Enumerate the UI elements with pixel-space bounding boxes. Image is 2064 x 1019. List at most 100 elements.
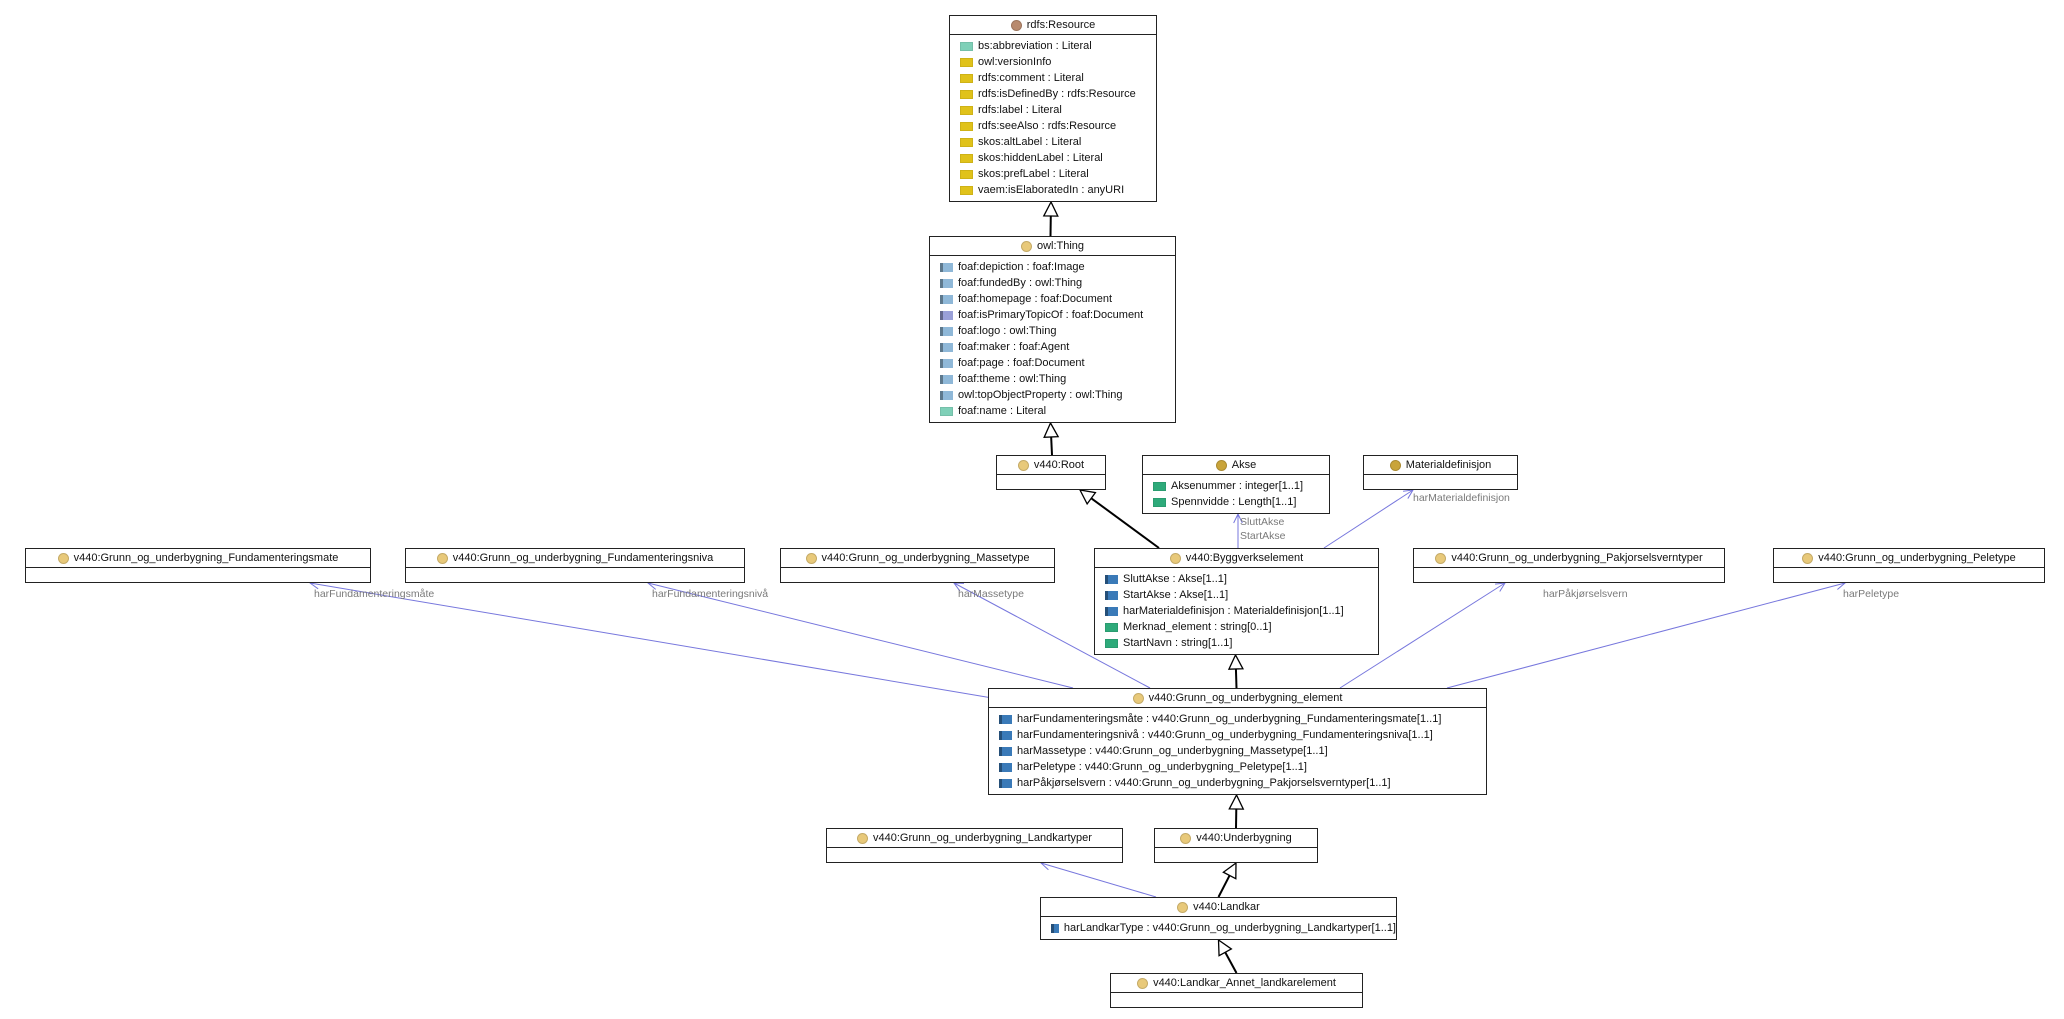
object-property-icon	[940, 294, 953, 304]
attribute-label: foaf:logo : owl:Thing	[958, 325, 1057, 337]
class-node-header: v440:Grunn_og_underbygning_Pakjorselsver…	[1414, 549, 1724, 568]
class-attributes: harFundamenteringsmåte : v440:Grunn_og_u…	[989, 708, 1486, 794]
edge-label-pakjor: harPåkjørselsvern	[1543, 588, 1628, 600]
class-title: v440:Grunn_og_underbygning_Massetype	[821, 552, 1030, 564]
attribute-row[interactable]: SluttAkse : Akse[1..1]	[1105, 571, 1378, 587]
attribute-row[interactable]: StartAkse : Akse[1..1]	[1105, 587, 1378, 603]
datatype-property-icon	[960, 153, 973, 163]
attribute-row[interactable]: foaf:name : Literal	[940, 403, 1175, 419]
attribute-row[interactable]: foaf:depiction : foaf:Image	[940, 259, 1175, 275]
datatype-property-icon	[1105, 638, 1118, 648]
attribute-row[interactable]: foaf:logo : owl:Thing	[940, 323, 1175, 339]
subclass-edge-underbygning-gue-arrowhead	[1228, 793, 1245, 810]
object-property-icon	[999, 746, 1012, 756]
class-icon	[1137, 977, 1149, 989]
class-icon	[1132, 692, 1144, 704]
attribute-row[interactable]: foaf:fundedBy : owl:Thing	[940, 275, 1175, 291]
individual-class-icon	[1389, 459, 1401, 471]
class-node-resource[interactable]: rdfs:Resource bs:abbreviation : Literal ow…	[949, 15, 1157, 202]
attribute-row[interactable]: rdfs:label : Literal	[960, 102, 1156, 118]
attribute-label: vaem:isElaboratedIn : anyURI	[978, 184, 1125, 196]
attribute-row[interactable]: harPåkjørselsvern : v440:Grunn_og_underb…	[999, 775, 1486, 791]
attribute-row[interactable]: foaf:theme : owl:Thing	[940, 371, 1175, 387]
class-title: v440:Byggverkselement	[1185, 552, 1304, 564]
attribute-row[interactable]: rdfs:comment : Literal	[960, 70, 1156, 86]
attribute-row[interactable]: owl:topObjectProperty : owl:Thing	[940, 387, 1175, 403]
attribute-label: Merknad_element : string[0..1]	[1123, 621, 1272, 633]
attribute-row[interactable]: rdfs:seeAlso : rdfs:Resource	[960, 118, 1156, 134]
edge-label-fundmate: harFundamenteringsmåte	[314, 588, 435, 600]
object-property-icon	[1105, 606, 1118, 616]
attribute-row[interactable]: foaf:maker : foaf:Agent	[940, 339, 1175, 355]
attribute-label: harFundamenteringsnivå : v440:Grunn_og_u…	[1017, 729, 1433, 741]
attribute-row[interactable]: foaf:page : foaf:Document	[940, 355, 1175, 371]
class-node-underbygning[interactable]: v440:Underbygning	[1154, 828, 1318, 863]
attribute-label: foaf:name : Literal	[958, 405, 1047, 417]
attribute-row[interactable]: harLandkarType : v440:Grunn_og_underbygn…	[1051, 920, 1396, 936]
attribute-row[interactable]: skos:hiddenLabel : Literal	[960, 150, 1156, 166]
object-property-icon	[940, 310, 953, 320]
datatype-property-icon	[1153, 481, 1166, 491]
class-node-peletype[interactable]: v440:Grunn_og_underbygning_Peletype	[1773, 548, 2045, 583]
class-icon	[1435, 552, 1447, 564]
attribute-row[interactable]: harFundamenteringsnivå : v440:Grunn_og_u…	[999, 727, 1486, 743]
class-node-header: v440:Root	[997, 456, 1105, 475]
attribute-row[interactable]: Spennvidde : Length[1..1]	[1153, 494, 1329, 510]
class-node-pakjor[interactable]: v440:Grunn_og_underbygning_Pakjorselsver…	[1413, 548, 1725, 583]
class-node-fundmate[interactable]: v440:Grunn_og_underbygning_Fundamenterin…	[25, 548, 371, 583]
attribute-label: foaf:page : foaf:Document	[958, 357, 1085, 369]
class-node-massetype[interactable]: v440:Grunn_og_underbygning_Massetype	[780, 548, 1055, 583]
subclass-edge-gue-bygg-line	[1234, 668, 1238, 689]
class-node-annet[interactable]: v440:Landkar_Annet_landkarelement	[1110, 973, 1363, 1008]
attribute-label: rdfs:isDefinedBy : rdfs:Resource	[978, 88, 1136, 100]
attribute-row[interactable]: StartNavn : string[1..1]	[1105, 635, 1378, 651]
class-title: v440:Grunn_og_underbygning_Peletype	[1818, 552, 2016, 564]
attribute-label: foaf:maker : foaf:Agent	[958, 341, 1070, 353]
class-node-landkar[interactable]: v440:Landkar harLandkarType : v440:Grunn_…	[1040, 897, 1397, 940]
attribute-row[interactable]: bs:abbreviation : Literal	[960, 38, 1156, 54]
attribute-label: Aksenummer : integer[1..1]	[1171, 480, 1304, 492]
object-property-icon	[1051, 923, 1059, 933]
class-node-materialdef[interactable]: Materialdefinisjon	[1363, 455, 1518, 490]
class-node-header: v440:Grunn_og_underbygning_Fundamenterin…	[26, 549, 370, 568]
attribute-row[interactable]: foaf:homepage : foaf:Document	[940, 291, 1175, 307]
attribute-label: StartNavn : string[1..1]	[1123, 637, 1233, 649]
edge-label-massetype: harMassetype	[958, 588, 1024, 600]
class-node-landkartyper[interactable]: v440:Grunn_og_underbygning_Landkartyper	[826, 828, 1123, 863]
class-attributes	[997, 475, 1105, 489]
attribute-label: SluttAkse : Akse[1..1]	[1123, 573, 1227, 585]
class-node-root[interactable]: v440:Root	[996, 455, 1106, 490]
attribute-row[interactable]: skos:prefLabel : Literal	[960, 166, 1156, 182]
attribute-row[interactable]: Aksenummer : integer[1..1]	[1153, 478, 1329, 494]
class-node-header: v440:Underbygning	[1155, 829, 1317, 848]
attribute-label: bs:abbreviation : Literal	[978, 40, 1092, 52]
attribute-row[interactable]: harMassetype : v440:Grunn_og_underbygnin…	[999, 743, 1486, 759]
attribute-label: harPåkjørselsvern : v440:Grunn_og_underb…	[1017, 777, 1391, 789]
class-node-fundniva[interactable]: v440:Grunn_og_underbygning_Fundamenterin…	[405, 548, 745, 583]
association-edge-landkartyper-line	[1040, 862, 1157, 898]
attribute-row[interactable]: foaf:isPrimaryTopicOf : foaf:Document	[940, 307, 1175, 323]
class-title: Akse	[1231, 459, 1257, 471]
attribute-row[interactable]: harPeletype : v440:Grunn_og_underbygning…	[999, 759, 1486, 775]
attribute-row[interactable]: harMaterialdefinisjon : Materialdefinisj…	[1105, 603, 1378, 619]
class-icon	[1177, 901, 1189, 913]
attribute-row[interactable]: harFundamenteringsmåte : v440:Grunn_og_u…	[999, 711, 1486, 727]
attribute-row[interactable]: skos:altLabel : Literal	[960, 134, 1156, 150]
attribute-row[interactable]: owl:versionInfo	[960, 54, 1156, 70]
attribute-row[interactable]: Merknad_element : string[0..1]	[1105, 619, 1378, 635]
class-title: rdfs:Resource	[1026, 19, 1096, 31]
class-icon	[1020, 240, 1032, 252]
attribute-row[interactable]: rdfs:isDefinedBy : rdfs:Resource	[960, 86, 1156, 102]
class-title: v440:Landkar	[1193, 901, 1260, 913]
class-node-header: v440:Grunn_og_underbygning_Massetype	[781, 549, 1054, 568]
attribute-row[interactable]: vaem:isElaboratedIn : anyURI	[960, 182, 1156, 198]
class-icon	[1017, 459, 1029, 471]
object-property-icon	[940, 262, 953, 272]
association-edge-materialdefinisjon-line	[1323, 489, 1414, 549]
class-attributes: SluttAkse : Akse[1..1] StartAkse : Akse[1…	[1095, 568, 1378, 654]
datatype-property-icon	[960, 137, 973, 147]
